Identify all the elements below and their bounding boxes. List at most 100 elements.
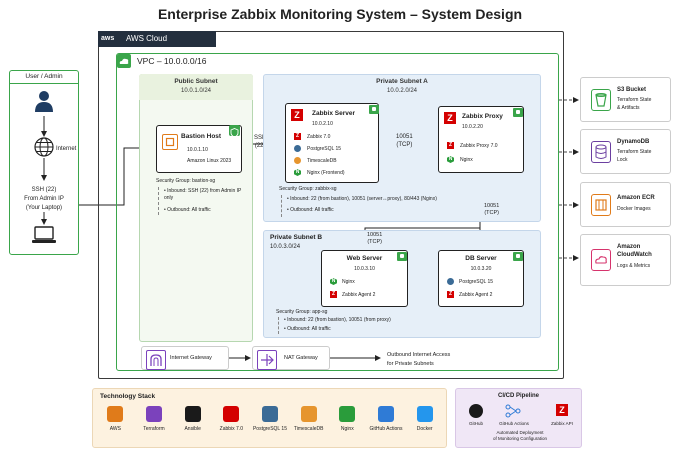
postgresql-icon bbox=[294, 145, 301, 152]
zabbix-logo-icon: Z bbox=[291, 109, 303, 121]
external-user-panel bbox=[9, 70, 79, 255]
postgresql-icon bbox=[447, 278, 454, 285]
private-subnet-b-title: Private Subnet B bbox=[270, 234, 323, 241]
cloudwatch-card[interactable]: Amazon CloudWatch Logs & Metrics bbox=[580, 234, 671, 286]
ssh-link-line2: (22) bbox=[254, 143, 266, 149]
bastion-title: Bastion Host bbox=[181, 133, 222, 140]
tech-logo-icon bbox=[145, 406, 162, 422]
zabbix-sg-inbound-text: Inbound: 22 (from bastion), 10051 (serve… bbox=[290, 196, 437, 202]
bastion-os: Amazon Linux 2023 bbox=[187, 158, 232, 164]
app-sg-outbound-text: Outbound: All traffic bbox=[287, 326, 331, 332]
zabbix-sg-outbound: • Outbound: All traffic bbox=[287, 207, 334, 213]
zabbix-proxy-card[interactable]: Z Zabbix Proxy 10.0.2.20 Z Zabbix Proxy … bbox=[438, 106, 524, 173]
zabbix-small-icon: Z bbox=[294, 133, 301, 140]
internet-label: Internet bbox=[56, 146, 77, 152]
proxy-down-port-label: 10051 (TCP) bbox=[484, 203, 499, 217]
bastion-sg-title: Security Group: bastion-sg bbox=[156, 178, 216, 184]
lock-icon bbox=[369, 105, 379, 114]
bastion-sg-outbound-text: Outbound: All traffic bbox=[167, 207, 211, 213]
zabbix-sg-rules: • Inbound: 22 (from bastion), 10051 (ser… bbox=[281, 195, 471, 217]
private-subnet-a-title: Private Subnet A bbox=[376, 78, 428, 85]
zabbix-server-title: Zabbix Server bbox=[312, 110, 355, 117]
zabbix-proxy-title: Zabbix Proxy bbox=[462, 113, 503, 120]
ssh-access-text: SSH (22) From Admin IP (Your Laptop) bbox=[9, 186, 79, 213]
cicd-caption-line1: Automated Deployment bbox=[496, 430, 544, 435]
ssh-port-label: SSH (22) bbox=[31, 187, 57, 193]
tech-item-label: Ansible bbox=[184, 426, 201, 432]
proxy-down-port: 10051 bbox=[484, 203, 500, 209]
lock-icon bbox=[513, 108, 523, 117]
cloudwatch-icon bbox=[591, 249, 611, 271]
tech-item: AWS bbox=[96, 404, 135, 444]
aws-cloud-header: aws AWS Cloud bbox=[98, 31, 216, 47]
ssh-link-label: SSH (22) bbox=[254, 134, 266, 150]
s3-bucket-card[interactable]: S3 Bucket Terraform State & Artifacts bbox=[580, 77, 671, 122]
shield-icon bbox=[229, 125, 240, 138]
lock-icon bbox=[513, 252, 523, 261]
dynamodb-card[interactable]: DynamoDB Terraform State Lock bbox=[580, 129, 671, 174]
s3-title: S3 Bucket bbox=[617, 87, 647, 93]
zabbix-agent-icon: Z bbox=[447, 291, 454, 298]
zabbix-small-icon: Z bbox=[447, 142, 454, 149]
vpc-boundary bbox=[116, 53, 559, 371]
nat-gateway-icon bbox=[257, 350, 277, 370]
page-title: Enterprise Zabbix Monitoring System – Sy… bbox=[157, 6, 523, 22]
tech-item-label: AWS bbox=[109, 426, 121, 432]
tech-item: TimescaleDB bbox=[289, 404, 328, 444]
zabbix-proxy-ip: 10.0.2.20 bbox=[462, 124, 483, 130]
zabbix-logo-icon: Z bbox=[444, 112, 456, 124]
server-postgres: PostgreSQL 15 bbox=[307, 146, 342, 152]
zabbix-server-card[interactable]: Z Zabbix Server 10.0.2.10 Z Zabbix 7.0 P… bbox=[285, 103, 379, 183]
outbound-line1: Outbound Internet Access bbox=[387, 352, 451, 358]
laptop-icon bbox=[31, 226, 57, 244]
s3-desc2: & Artifacts bbox=[617, 105, 640, 111]
tech-item-label: Docker bbox=[416, 426, 433, 432]
bastion-sg-outbound: • Outbound: All traffic bbox=[164, 207, 211, 213]
zabbix-sg-inbound: • Inbound: 22 (from bastion), 10051 (ser… bbox=[287, 196, 437, 202]
ecr-title: Amazon ECR bbox=[617, 195, 655, 201]
public-subnet-cidr: 10.0.1.0/24 bbox=[180, 88, 212, 94]
internet-globe-icon bbox=[34, 137, 54, 157]
tech-item-label: Nginx bbox=[340, 426, 354, 432]
tech-logo-icon bbox=[300, 406, 317, 422]
cicd-pipeline-panel bbox=[455, 388, 582, 448]
proxy-version: Zabbix Proxy 7.0 bbox=[460, 143, 498, 149]
zabbix-sg-title: Security Group: zabbix-sg bbox=[279, 186, 337, 192]
tech-logo-icon bbox=[184, 406, 201, 422]
cicd-github-label: GitHub bbox=[468, 421, 483, 426]
tech-logo-icon bbox=[107, 406, 124, 422]
bastion-host-card[interactable]: Bastion Host 10.0.1.10 Amazon Linux 2023 bbox=[156, 125, 242, 173]
tech-item: Terraform bbox=[135, 404, 174, 444]
vpc-label: VPC – 10.0.0.0/16 bbox=[137, 56, 207, 66]
tech-item: Docker bbox=[405, 404, 444, 444]
db-server-card[interactable]: DB Server 10.0.3.20 PostgreSQL 15 Z Zabb… bbox=[438, 250, 524, 307]
ecr-card[interactable]: Amazon ECR Docker Images bbox=[580, 182, 671, 227]
dynamodb-desc1: Terraform State bbox=[617, 149, 652, 155]
proxy-down-protocol: (TCP) bbox=[484, 210, 499, 216]
tech-item: PostgreSQL 15 bbox=[251, 404, 290, 444]
app-sg-outbound: • Outbound: All traffic bbox=[284, 326, 331, 332]
tech-logo-icon bbox=[339, 406, 356, 422]
internet-gateway[interactable]: Internet Gateway bbox=[141, 346, 229, 370]
nat-gateway[interactable]: NAT Gateway bbox=[252, 346, 330, 370]
internet-gateway-icon bbox=[146, 350, 166, 370]
bastion-ip: 10.0.1.10 bbox=[187, 147, 208, 153]
server-proxy-port: 10051 bbox=[396, 134, 413, 140]
public-subnet-title: Public Subnet bbox=[174, 78, 218, 85]
cicd-zabbix-api-label: Zabbix API bbox=[551, 421, 573, 426]
ecr-desc1: Docker Images bbox=[617, 206, 651, 212]
server-timescale: TimescaleDB bbox=[307, 158, 337, 164]
cicd-caption-line2: of Monitoring Configuration bbox=[492, 436, 548, 441]
web-server-card[interactable]: Web Server 10.0.3.10 N Nginx Z Zabbix Ag… bbox=[321, 250, 408, 307]
web-nginx: Nginx bbox=[342, 279, 355, 285]
tech-logo-icon bbox=[223, 406, 240, 422]
ssh-laptop-label: (Your Laptop) bbox=[25, 205, 63, 211]
lock-icon bbox=[397, 252, 407, 261]
db-postgres: PostgreSQL 15 bbox=[459, 279, 494, 285]
dynamodb-title: DynamoDB bbox=[617, 139, 650, 145]
server-nginx: Nginx (Frontend) bbox=[307, 170, 345, 176]
app-sg-inbound: • Inbound: 22 (from bastion), 10051 (fro… bbox=[284, 317, 391, 323]
zabbix-agent-icon: Z bbox=[330, 291, 337, 298]
web-port: 10051 bbox=[367, 232, 383, 238]
web-server-ip: 10.0.3.10 bbox=[354, 266, 375, 272]
